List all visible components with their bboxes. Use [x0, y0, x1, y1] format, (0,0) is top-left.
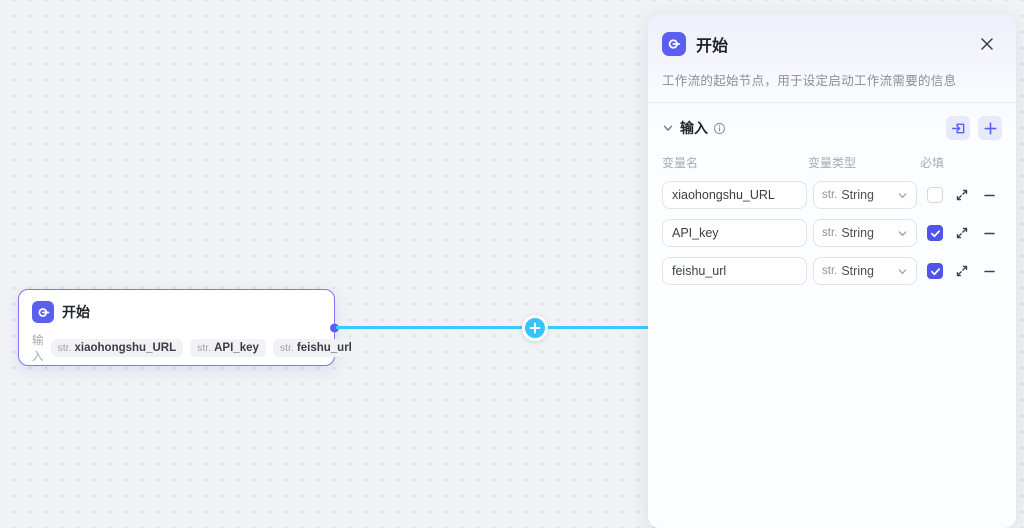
- close-panel-button[interactable]: [976, 33, 998, 55]
- panel-title: 开始: [696, 38, 729, 55]
- column-header-type: 变量类型: [808, 156, 857, 170]
- start-node-header: 开始: [32, 301, 321, 323]
- import-icon: [951, 123, 964, 133]
- close-icon: [981, 38, 993, 50]
- expand-icon: [956, 189, 968, 201]
- node-input-label: 输入: [32, 335, 44, 363]
- connection-edge: [336, 326, 652, 329]
- plus-icon: [529, 322, 541, 334]
- start-node-title: 开始: [62, 304, 90, 320]
- check-icon: [930, 229, 940, 237]
- remove-variable-button[interactable]: [983, 265, 996, 278]
- variable-row: str. String: [662, 257, 1002, 285]
- variable-type-select[interactable]: str. String: [813, 219, 917, 247]
- variables-table-header: 变量名 变量类型 必填: [662, 154, 1002, 171]
- divider: [648, 102, 1016, 103]
- expand-variable-button[interactable]: [955, 188, 969, 202]
- required-checkbox[interactable]: [927, 263, 943, 279]
- variable-pill: str. feishu_url: [272, 339, 359, 357]
- info-circle-icon: [713, 122, 726, 135]
- node-description: 工作流的起始节点，用于设定启动工作流需要的信息: [662, 74, 957, 88]
- import-variables-button[interactable]: [946, 116, 970, 140]
- required-checkbox[interactable]: [927, 225, 943, 241]
- variable-type-select[interactable]: str. String: [813, 257, 917, 285]
- expand-variable-button[interactable]: [955, 226, 969, 240]
- chevron-down-icon: [663, 125, 673, 131]
- start-node-variables: 输入 str. xiaohongshu_URL str. API_key str…: [32, 332, 359, 364]
- input-section-header: 输入: [662, 116, 1002, 140]
- chevron-down-icon: [897, 228, 908, 239]
- chevron-down-icon: [897, 190, 908, 201]
- required-checkbox[interactable]: [927, 187, 943, 203]
- expand-icon: [956, 265, 968, 277]
- variable-row: str. String: [662, 181, 1002, 209]
- panel-header: 开始: [662, 32, 1002, 56]
- variable-name-input[interactable]: [662, 181, 807, 209]
- start-icon: [32, 301, 54, 323]
- variable-pill: str. xiaohongshu_URL: [50, 339, 184, 357]
- expand-icon: [956, 227, 968, 239]
- column-header-name: 变量名: [662, 156, 699, 170]
- variable-type-select[interactable]: str. String: [813, 181, 917, 209]
- minus-icon: [984, 232, 995, 234]
- variable-name-input[interactable]: [662, 219, 807, 247]
- input-section-label: 输入: [680, 120, 708, 136]
- start-icon: [662, 32, 686, 56]
- column-header-required: 必填: [920, 156, 945, 170]
- expand-variable-button[interactable]: [955, 264, 969, 278]
- add-variable-button[interactable]: [978, 116, 1002, 140]
- collapse-section-button[interactable]: [662, 122, 674, 134]
- output-port[interactable]: [330, 323, 339, 332]
- start-node[interactable]: 开始 输入 str. xiaohongshu_URL str. API_key …: [18, 289, 359, 366]
- variable-name-input[interactable]: [662, 257, 807, 285]
- minus-icon: [984, 194, 995, 196]
- variable-pill: str. API_key: [190, 339, 266, 357]
- variable-row: str. String: [662, 219, 1002, 247]
- add-node-on-edge-button[interactable]: [522, 315, 548, 341]
- minus-icon: [984, 270, 995, 272]
- plus-icon: [983, 121, 997, 135]
- chevron-down-icon: [897, 266, 908, 277]
- check-icon: [930, 267, 940, 275]
- remove-variable-button[interactable]: [983, 189, 996, 202]
- node-config-panel: 开始 工作流的起始节点，用于设定启动工作流需要的信息 输入 变量名 变量类型 必…: [648, 14, 1016, 528]
- remove-variable-button[interactable]: [983, 227, 996, 240]
